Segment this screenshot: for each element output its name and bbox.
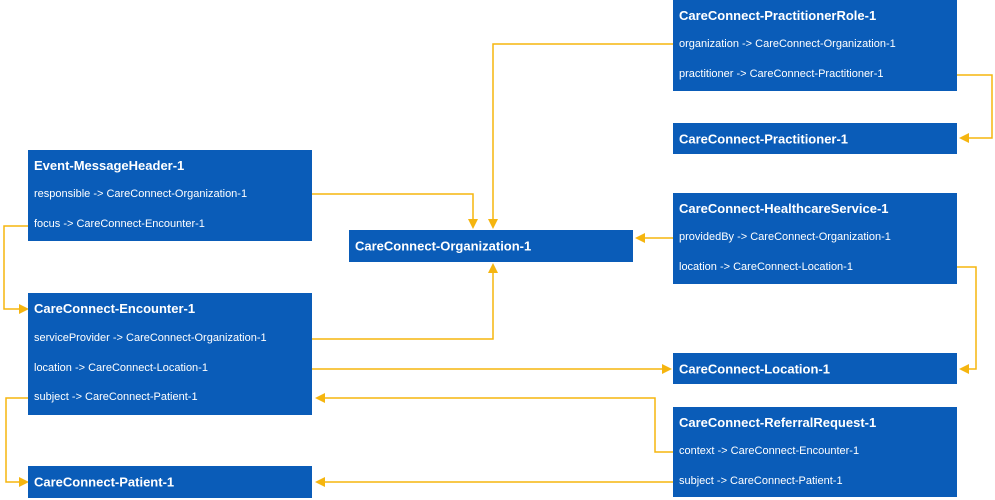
node-healthcare-service: CareConnect-HealthcareService-1 provided…: [673, 193, 957, 284]
node-reference-subject: subject -> CareConnect-Patient-1: [34, 391, 198, 403]
connector-header-responsible: [289, 193, 478, 229]
node-referral-request: CareConnect-ReferralRequest-1 context ->…: [673, 407, 957, 497]
node-title: CareConnect-HealthcareService-1: [679, 201, 889, 216]
node-title: Event-MessageHeader-1: [34, 158, 185, 173]
node-reference-organization: organization -> CareConnect-Organization…: [679, 38, 896, 50]
node-title: CareConnect-ReferralRequest-1: [679, 415, 877, 430]
node-practitioner-role: CareConnect-PractitionerRole-1 organizat…: [673, 0, 957, 91]
connector-header-focus: [3, 225, 30, 314]
node-title: CareConnect-Encounter-1: [34, 301, 196, 316]
node-reference-focus: focus -> CareConnect-Encounter-1: [34, 218, 205, 230]
node-title: CareConnect-Practitioner-1: [679, 131, 849, 146]
node-reference-subject: subject -> CareConnect-Patient-1: [679, 475, 843, 487]
connector-encounter-serviceprovider: [298, 263, 498, 340]
node-reference-providedby: providedBy -> CareConnect-Organization-1: [679, 231, 891, 243]
node-reference-responsible: responsible -> CareConnect-Organization-…: [34, 188, 248, 200]
node-title: CareConnect-Location-1: [679, 361, 830, 376]
node-reference-location: location -> CareConnect-Location-1: [679, 261, 853, 273]
node-title: CareConnect-Patient-1: [34, 474, 175, 490]
node-reference-location: location -> CareConnect-Location-1: [34, 362, 208, 374]
connector-encounter-subject: [5, 397, 30, 487]
node-organization: CareConnect-Organization-1: [349, 230, 633, 262]
connector-role-organization: [488, 43, 673, 229]
node-practitioner: CareConnect-Practitioner-1: [673, 123, 957, 154]
node-message-header: Event-MessageHeader-1 responsible -> Car…: [28, 150, 312, 241]
node-reference-serviceprovider: serviceProvider -> CareConnect-Organizat…: [34, 332, 267, 344]
node-encounter: CareConnect-Encounter-1 serviceProvider …: [28, 293, 312, 415]
node-reference-context: context -> CareConnect-Encounter-1: [679, 445, 860, 457]
node-location: CareConnect-Location-1: [673, 353, 957, 384]
node-reference-practitioner: practitioner -> CareConnect-Practitioner…: [679, 68, 884, 80]
node-title: CareConnect-PractitionerRole-1: [679, 8, 877, 23]
node-title: CareConnect-Organization-1: [355, 238, 532, 254]
node-patient: CareConnect-Patient-1: [28, 466, 312, 498]
connector-referral-context: [315, 393, 673, 453]
